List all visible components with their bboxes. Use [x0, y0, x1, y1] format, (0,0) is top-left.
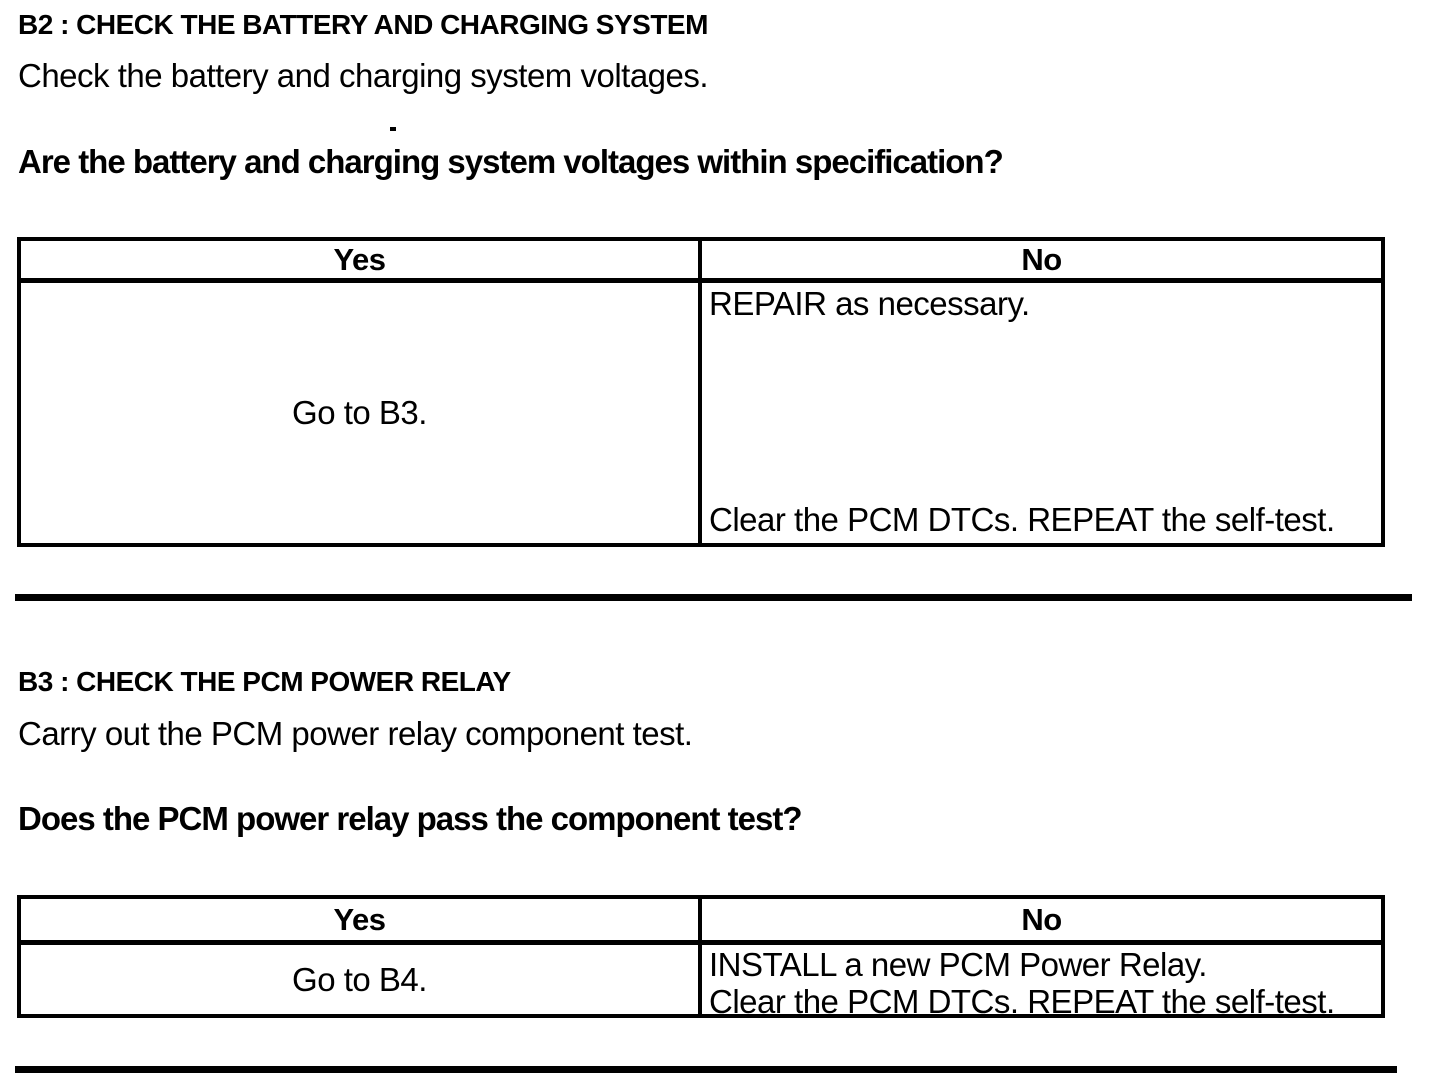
decision-table-b2: Yes No Go to B3. REPAIR as necessary. Cl… — [17, 237, 1385, 547]
yes-action-text: Go to B4. — [292, 960, 427, 998]
yes-action-text: Go to B3. — [292, 394, 427, 431]
decision-table-b3: Yes No Go to B4. INSTALL a new PCM Power… — [17, 895, 1385, 1020]
yes-header-cell: Yes — [21, 899, 702, 940]
table-body-row: Go to B4. INSTALL a new PCM Power Relay.… — [21, 945, 1381, 1020]
section-divider — [15, 1066, 1397, 1073]
no-action-line: REPAIR as necessary. — [709, 285, 1030, 322]
table-header-row: Yes No — [21, 241, 1381, 283]
step-b3-question: Does the PCM power relay pass the compon… — [18, 800, 803, 837]
step-b2-heading: B2 : CHECK THE BATTERY AND CHARGING SYST… — [18, 9, 708, 40]
yes-header-cell: Yes — [21, 241, 702, 278]
yes-action-cell: Go to B4. — [21, 945, 702, 1014]
no-action-line: INSTALL a new PCM Power Relay. — [709, 946, 1207, 983]
no-action-cell: REPAIR as necessary. Clear the PCM DTCs.… — [702, 283, 1381, 543]
no-action-cell: INSTALL a new PCM Power Relay. Clear the… — [702, 945, 1381, 1020]
step-b3-heading: B3 : CHECK THE PCM POWER RELAY — [18, 666, 511, 697]
scan-artifact-dot — [390, 127, 396, 131]
no-action-line: Clear the PCM DTCs. REPEAT the self-test… — [709, 983, 1335, 1020]
table-body-row: Go to B3. REPAIR as necessary. Clear the… — [21, 283, 1381, 543]
step-b3-instruction: Carry out the PCM power relay component … — [18, 715, 693, 752]
no-header-cell: No — [1021, 901, 1062, 937]
yes-action-cell: Go to B3. — [21, 283, 702, 543]
no-action-line: Clear the PCM DTCs. REPEAT the self-test… — [709, 501, 1335, 538]
step-b2-question: Are the battery and charging system volt… — [18, 143, 1004, 180]
step-b2-instruction: Check the battery and charging system vo… — [18, 57, 709, 94]
no-header-cell: No — [1021, 241, 1062, 277]
table-header-row: Yes No — [21, 899, 1381, 945]
section-divider — [15, 594, 1412, 601]
